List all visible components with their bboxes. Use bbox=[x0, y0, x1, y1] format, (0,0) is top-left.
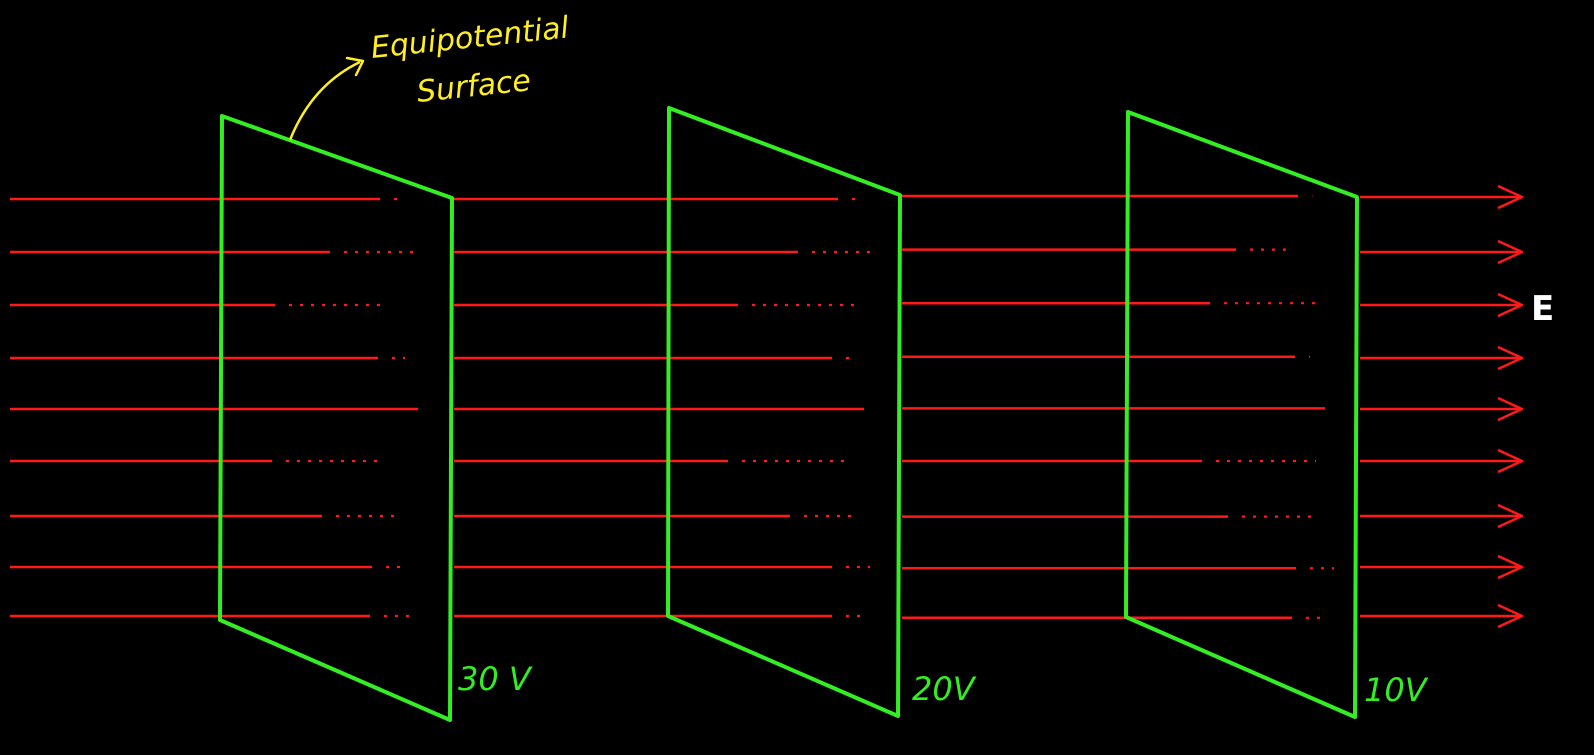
field-label-e: E bbox=[1531, 289, 1554, 329]
electric-field-lines bbox=[10, 184, 1524, 629]
field-line-arrowhead bbox=[1497, 448, 1524, 474]
field-line-arrowhead bbox=[1497, 503, 1524, 529]
field-line-arrowhead bbox=[1497, 184, 1524, 210]
field-line-arrowhead bbox=[1497, 292, 1524, 318]
field-line-arrowhead bbox=[1497, 554, 1524, 580]
field-line-arrowhead bbox=[1497, 239, 1524, 265]
field-line-arrowhead bbox=[1497, 603, 1524, 629]
annotation-line-1: Equipotential bbox=[369, 10, 571, 66]
surface-label-10v: 10V bbox=[1364, 671, 1429, 709]
annotation-arrow-curve bbox=[288, 60, 361, 141]
equipotential-surfaces bbox=[218, 106, 1359, 722]
equipotential-surface-2 bbox=[666, 106, 902, 718]
annotation-line-2: Surface bbox=[415, 63, 532, 110]
annotation-arrow bbox=[288, 56, 365, 141]
equipotential-surface-3 bbox=[1124, 110, 1359, 719]
surface-label-20v: 20V bbox=[912, 670, 977, 708]
equipotential-surface-1 bbox=[218, 114, 454, 722]
field-line-arrowhead bbox=[1497, 345, 1524, 371]
surface-label-30v: 30 V bbox=[458, 660, 533, 698]
annotation-arrowhead bbox=[345, 56, 365, 77]
field-line-arrowhead bbox=[1497, 396, 1524, 422]
